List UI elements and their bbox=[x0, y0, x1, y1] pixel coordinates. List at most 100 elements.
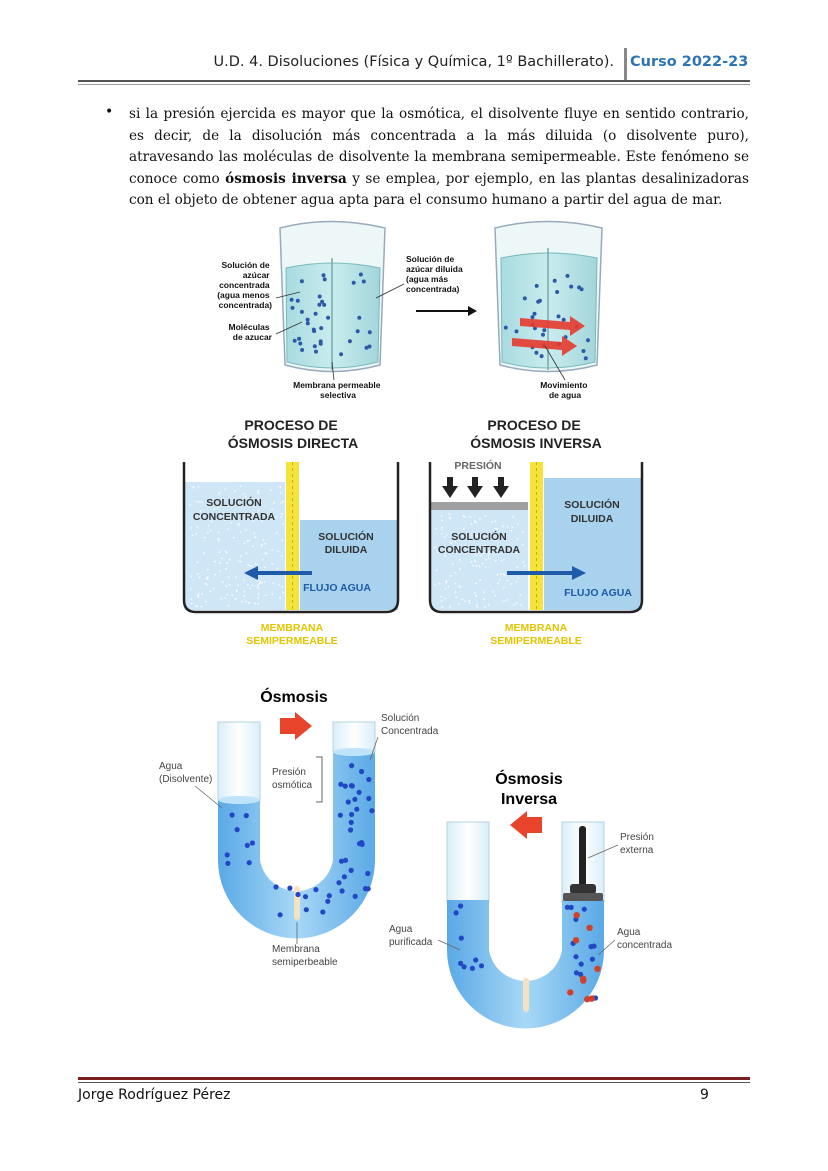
solute-speck bbox=[207, 524, 210, 527]
water-molecule-dot bbox=[473, 957, 479, 963]
molecule-dot bbox=[292, 338, 297, 343]
solute-speck bbox=[487, 554, 490, 557]
solute-speck bbox=[197, 485, 200, 488]
solute-speck bbox=[209, 590, 212, 592]
title-osmosis-directa: PROCESO DE ÓSMOSIS DIRECTA bbox=[228, 417, 358, 451]
solute-speck bbox=[459, 559, 461, 561]
solute-speck bbox=[190, 602, 193, 605]
solute-molecule-dot bbox=[336, 880, 342, 886]
solute-speck bbox=[453, 550, 455, 552]
solute-speck bbox=[254, 562, 257, 565]
solute-speck bbox=[206, 531, 209, 534]
solute-speck bbox=[469, 516, 472, 518]
solute-speck bbox=[225, 567, 228, 570]
water-molecule-dot bbox=[458, 903, 464, 909]
solute-speck bbox=[257, 509, 260, 512]
solute-speck bbox=[522, 561, 525, 564]
solute-speck bbox=[444, 549, 447, 552]
molecule-dot bbox=[361, 279, 366, 284]
solute-speck bbox=[521, 543, 524, 546]
solute-molecule-dot bbox=[287, 885, 293, 891]
solute-speck bbox=[509, 583, 512, 585]
solute-speck bbox=[462, 515, 465, 517]
solute-speck bbox=[208, 518, 211, 521]
molecule-dot bbox=[290, 305, 295, 310]
water-molecule-dot bbox=[244, 842, 250, 849]
solute-speck bbox=[191, 485, 194, 488]
solute-speck bbox=[224, 597, 227, 599]
utube-osmosis-inversa bbox=[446, 821, 605, 1029]
solute-speck bbox=[445, 581, 448, 583]
solute-speck bbox=[440, 519, 443, 522]
solute-speck bbox=[441, 526, 443, 529]
solute-speck bbox=[237, 523, 240, 526]
solute-speck bbox=[516, 523, 519, 525]
solute-speck bbox=[247, 584, 249, 586]
solute-molecule-dot bbox=[586, 924, 593, 931]
solute-speck bbox=[232, 536, 235, 539]
label-moleculas: Moléculas de azucar bbox=[229, 322, 273, 342]
solute-speck bbox=[264, 552, 267, 554]
solute-speck bbox=[224, 550, 227, 553]
solute-speck bbox=[252, 512, 255, 515]
solute-speck bbox=[231, 594, 234, 597]
molecule-dot bbox=[534, 283, 539, 288]
solute-speck bbox=[212, 587, 215, 590]
solute-speck bbox=[482, 562, 484, 565]
footer-author: Jorge Rodríguez Pérez bbox=[78, 1087, 231, 1103]
solute-speck bbox=[234, 597, 237, 600]
molecule-dot bbox=[583, 356, 588, 361]
solute-speck bbox=[220, 597, 223, 600]
solute-speck bbox=[489, 549, 492, 551]
solute-speck bbox=[494, 527, 497, 530]
solute-speck bbox=[484, 544, 486, 546]
solute-speck bbox=[279, 597, 282, 599]
solute-speck bbox=[470, 561, 473, 563]
solute-speck bbox=[451, 562, 454, 565]
solute-speck bbox=[264, 517, 267, 520]
solute-molecule-dot bbox=[342, 857, 349, 863]
solute-speck bbox=[279, 486, 282, 489]
solute-speck bbox=[262, 539, 265, 542]
solute-speck bbox=[254, 602, 257, 605]
solute-speck bbox=[441, 606, 444, 608]
solute-molecule-dot bbox=[584, 996, 591, 1003]
solute-speck bbox=[272, 502, 275, 504]
solute-speck bbox=[502, 586, 505, 589]
solute-speck bbox=[257, 602, 259, 605]
solute-speck bbox=[474, 521, 476, 523]
molecule-dot bbox=[317, 294, 322, 299]
solute-speck bbox=[261, 543, 263, 546]
solute-speck bbox=[218, 491, 221, 494]
solute-speck bbox=[448, 605, 451, 608]
solute-speck bbox=[523, 565, 526, 568]
solute-speck bbox=[517, 576, 520, 579]
solute-speck bbox=[487, 603, 490, 606]
solute-speck bbox=[281, 513, 283, 516]
solute-speck bbox=[483, 606, 486, 608]
solute-speck bbox=[224, 519, 226, 522]
solute-speck bbox=[190, 575, 193, 578]
solute-molecule-dot bbox=[359, 840, 365, 846]
solute-speck bbox=[468, 599, 470, 602]
solute-speck bbox=[277, 550, 279, 552]
solute-speck bbox=[506, 525, 509, 528]
molecule-dot bbox=[305, 321, 310, 326]
solute-molecule-dot bbox=[580, 975, 587, 982]
page-number: 9 bbox=[700, 1087, 709, 1103]
bullet-dot: • bbox=[105, 104, 114, 120]
solute-speck bbox=[475, 565, 478, 567]
solute-speck bbox=[271, 549, 273, 551]
solute-speck bbox=[198, 576, 201, 579]
header-separator bbox=[624, 48, 627, 82]
solute-speck bbox=[519, 594, 522, 596]
solute-speck bbox=[225, 585, 228, 587]
water-molecule-dot bbox=[591, 943, 597, 949]
solute-speck bbox=[437, 551, 440, 554]
solute-speck bbox=[224, 488, 227, 491]
solute-speck bbox=[476, 606, 479, 608]
solute-speck bbox=[485, 558, 487, 561]
